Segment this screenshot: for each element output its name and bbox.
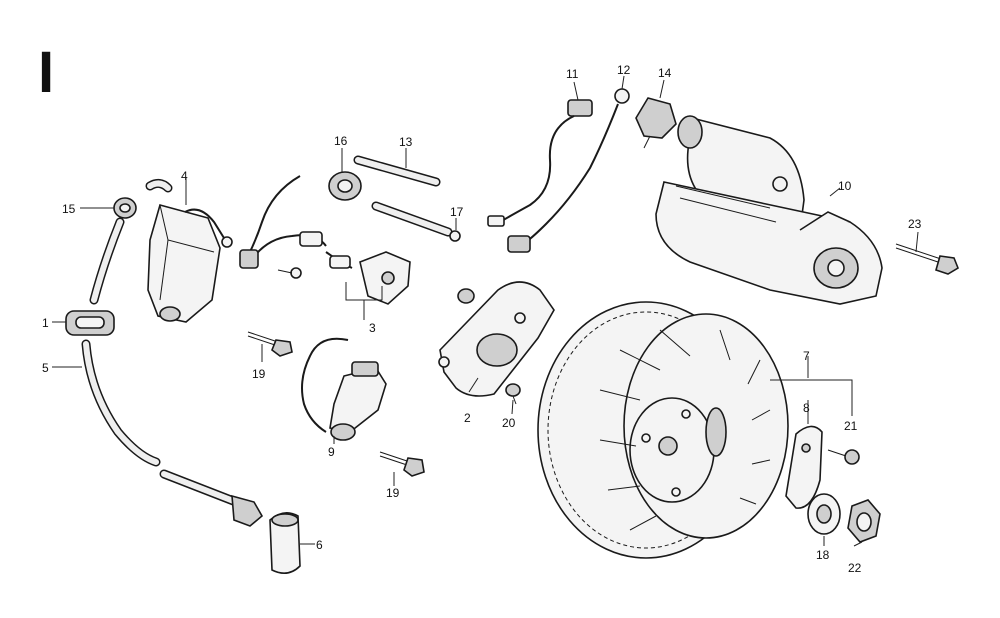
label-21: 21 bbox=[844, 419, 858, 433]
part-5-hose bbox=[81, 178, 173, 467]
label-6: 6 bbox=[316, 538, 323, 552]
section-letter: I bbox=[38, 40, 54, 105]
label-2: 2 bbox=[464, 411, 471, 425]
part-10-starter-motor bbox=[655, 115, 883, 305]
part-20-screw bbox=[505, 383, 521, 405]
part-18-washer bbox=[807, 493, 841, 535]
part-2-cover bbox=[438, 281, 555, 397]
part-15-grommet bbox=[113, 197, 137, 219]
label-13: 13 bbox=[399, 135, 413, 149]
part-labels: 1 2 3 4 5 6 7 8 9 10 11 12 13 14 15 16 1… bbox=[42, 63, 922, 575]
part-2-bolt bbox=[457, 288, 475, 304]
label-20: 20 bbox=[502, 416, 516, 430]
part-22-nut bbox=[847, 499, 881, 543]
leader-lines bbox=[52, 75, 919, 547]
label-23: 23 bbox=[908, 217, 922, 231]
label-14: 14 bbox=[658, 66, 672, 80]
part-1-clamp bbox=[65, 310, 115, 336]
label-8: 8 bbox=[803, 401, 810, 415]
part-9-pulser-coil bbox=[301, 337, 387, 441]
label-9: 9 bbox=[328, 445, 335, 459]
part-14-boot bbox=[635, 97, 677, 149]
label-17: 17 bbox=[450, 205, 464, 219]
label-12: 12 bbox=[617, 63, 631, 77]
label-4: 4 bbox=[181, 169, 188, 183]
label-3: 3 bbox=[369, 321, 376, 335]
label-18: 18 bbox=[816, 548, 830, 562]
flywheel bbox=[537, 301, 789, 559]
part-17-wire bbox=[371, 201, 461, 242]
label-11: 11 bbox=[566, 67, 579, 81]
part-8-plate bbox=[785, 425, 823, 509]
part-6-plug-cap bbox=[159, 469, 301, 574]
label-19-lower: 19 bbox=[386, 486, 400, 500]
part-11-cable bbox=[487, 99, 593, 227]
label-7: 7 bbox=[803, 349, 810, 363]
part-3-harness bbox=[239, 175, 411, 305]
part-13-sleeve bbox=[353, 155, 441, 187]
part-21-screw bbox=[827, 449, 860, 465]
part-4-ignition-coil bbox=[147, 204, 233, 323]
label-5: 5 bbox=[42, 361, 49, 375]
label-16: 16 bbox=[334, 134, 348, 148]
part-16-grommet bbox=[328, 171, 362, 201]
part-23-bolt bbox=[895, 243, 959, 275]
part-19-bolt-upper bbox=[247, 331, 293, 357]
label-19-upper: 19 bbox=[252, 367, 266, 381]
label-15: 15 bbox=[62, 202, 76, 216]
part-19-bolt-lower bbox=[379, 451, 425, 477]
label-1: 1 bbox=[42, 316, 49, 330]
label-10: 10 bbox=[838, 179, 852, 193]
label-22: 22 bbox=[848, 561, 862, 575]
